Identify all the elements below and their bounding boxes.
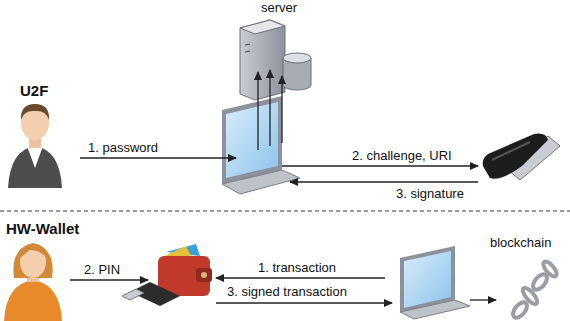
server-icon xyxy=(240,20,311,100)
icon-label: server xyxy=(261,0,297,15)
u2f-key-icon xyxy=(483,134,560,180)
laptop-icon xyxy=(400,246,470,319)
icon-label: blockchain xyxy=(490,235,551,250)
step-label: 3. signed transaction xyxy=(225,284,349,299)
step-label: 1. transaction xyxy=(256,260,338,275)
icon-caption: U2F xyxy=(20,82,48,99)
icon-caption: HW-Wallet xyxy=(6,220,79,237)
step-label: 1. password xyxy=(86,140,160,155)
user-icon xyxy=(4,243,62,321)
laptop-icon xyxy=(222,96,300,194)
section-heading: U2F xyxy=(20,82,48,99)
step-label: 3. signature xyxy=(394,186,466,201)
hardware-wallet-icon xyxy=(122,244,212,306)
section-heading: HW-Wallet xyxy=(6,220,79,237)
separator xyxy=(0,211,570,212)
upload-arrows xyxy=(258,70,282,150)
user-icon xyxy=(8,104,62,188)
blockchain-icon xyxy=(510,260,558,321)
step-label: 2. PIN xyxy=(82,262,122,277)
step-label: 2. challenge, URI xyxy=(350,148,454,163)
icon-caption: server xyxy=(261,0,297,15)
icon-caption: blockchain xyxy=(490,235,551,250)
